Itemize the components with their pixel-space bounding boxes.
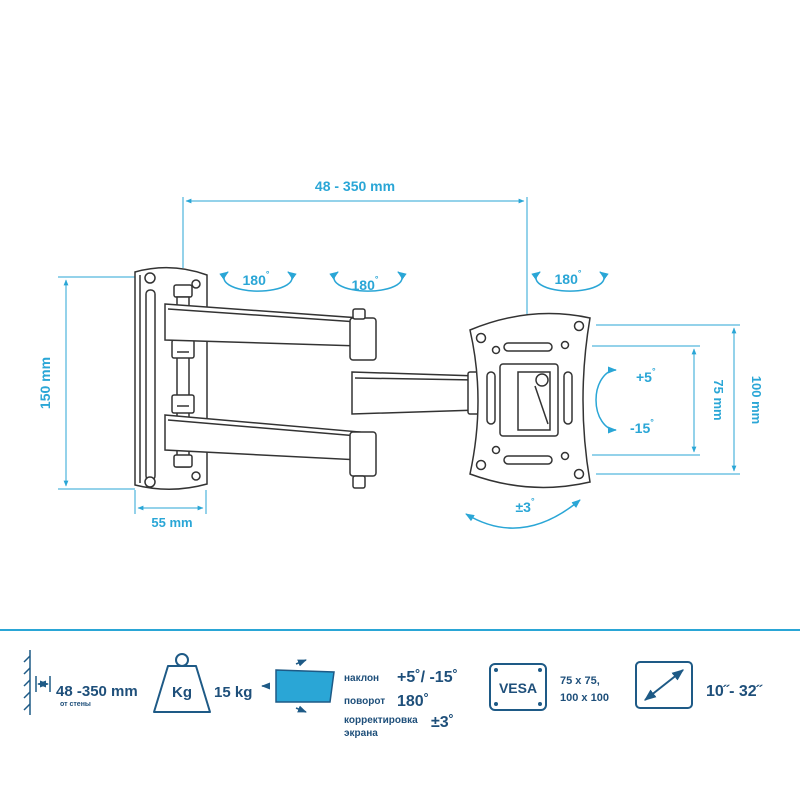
wall-plate [134, 266, 208, 490]
swivel-arrow-2: 180° [329, 271, 407, 293]
level-label-1: корректировка [344, 715, 418, 726]
screen-adjust-icon [261, 659, 335, 713]
vesa-75-dimension [592, 345, 700, 456]
adjustment-spec: наклон +5˚/ -15˚ поворот 180˚ корректиро… [261, 659, 458, 739]
vesa-spec: VESA 75 x 75, 100 x 100 [489, 663, 609, 711]
depth-dimension [134, 490, 207, 514]
wall-distance-spec: 48 -350 mm от стены [23, 650, 138, 715]
svg-text:180°: 180° [555, 268, 582, 287]
depth-label: 55 mm [151, 515, 192, 530]
reach-dimension [182, 197, 528, 330]
vesa-100-dimension [596, 324, 740, 475]
vesa-plate [469, 312, 591, 489]
vesa-value-2: 100 x 100 [560, 692, 609, 704]
tilt-arrow: +5° -15° [595, 366, 656, 436]
height-label: 150 mm [37, 357, 53, 409]
tilt-down-value: -15 [630, 420, 650, 436]
wall-distance-caption: от стены [60, 701, 91, 708]
upper-arm [164, 303, 377, 361]
swivel-arrow-1: 180° [219, 269, 297, 292]
level-value: ±3 [515, 499, 531, 515]
extension-arm [351, 371, 483, 415]
vesa-value-1: 75 x 75, [560, 675, 600, 687]
wall-distance-value: 48 -350 mm [56, 683, 138, 700]
screen-size-spec: 10˝- 32˝ [635, 661, 764, 709]
weight-value: 15 kg [214, 684, 252, 701]
tilt-up-value: +5 [636, 369, 652, 385]
level-spec-value: ±3˚ [431, 714, 454, 731]
swivel-3-value: 180 [555, 271, 579, 287]
swivel-1-value: 180 [243, 272, 267, 288]
svg-text:180°: 180° [352, 274, 379, 293]
swivel-label: поворот [344, 696, 385, 707]
vesa-75-label: 75 mm [711, 379, 726, 420]
screen-diagonal-icon [635, 661, 693, 709]
reach-label: 48 - 350 mm [315, 178, 395, 194]
svg-text:+5°: +5° [636, 366, 656, 385]
vesa-badge: VESA [499, 680, 537, 696]
tilt-label: наклон [344, 673, 379, 684]
lower-arm [164, 414, 377, 489]
weight-icon: Kg [153, 653, 211, 713]
svg-text:-15°: -15° [630, 417, 654, 436]
weight-badge: Kg [172, 684, 192, 701]
vesa-icon: VESA [489, 663, 547, 711]
level-arrow: ±3° [465, 496, 581, 529]
screen-size-value: 10˝- 32˝ [706, 683, 764, 700]
svg-text:±3°: ±3° [515, 496, 534, 515]
swivel-2-value: 180 [352, 277, 376, 293]
swivel-arrow-3: 180° [531, 268, 609, 292]
wall-icon [23, 650, 51, 715]
swivel-spec-value: 180˚ [397, 693, 429, 710]
height-dimension [58, 276, 135, 490]
svg-text:180°: 180° [243, 269, 270, 288]
level-label-2: экрана [344, 728, 378, 739]
tilt-spec-value: +5˚/ -15˚ [397, 669, 458, 686]
vesa-100-label: 100 mm [749, 376, 764, 424]
weight-spec: Kg 15 kg [153, 653, 252, 713]
